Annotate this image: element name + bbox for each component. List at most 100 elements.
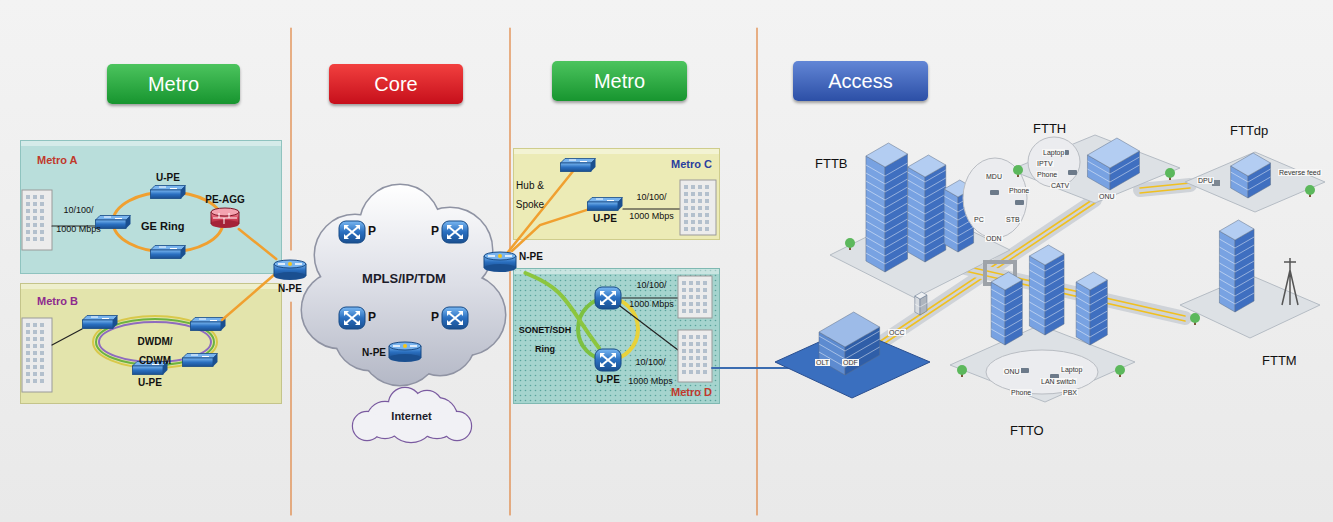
label-box: OLT — [815, 350, 830, 369]
building-window — [703, 281, 707, 285]
label-box: Phone — [1008, 178, 1030, 197]
building-window — [33, 379, 37, 383]
ring-label: GE Ring — [141, 220, 184, 232]
building-window — [698, 227, 702, 231]
panel-title-box: Metro D — [671, 382, 712, 400]
building-window — [705, 185, 709, 189]
section-title: Core — [374, 73, 417, 96]
building-window — [698, 220, 702, 224]
label-box: ONU — [1098, 184, 1116, 203]
device-label: P — [431, 311, 439, 324]
router-arrowhead — [611, 353, 616, 358]
label-box: MDU — [985, 164, 1003, 183]
access-link — [620, 306, 678, 350]
floor-line — [908, 218, 946, 230]
detail-bubble — [963, 158, 1027, 238]
switch-side — [113, 316, 118, 329]
equipment-label: PC — [973, 216, 985, 223]
building-window — [703, 356, 707, 360]
iso-building — [915, 292, 927, 315]
bandwidth-label: 10/100/ 1000 Mbps — [629, 280, 674, 309]
building-window — [33, 323, 37, 327]
label-box: DPU — [1197, 168, 1214, 187]
network-link — [525, 273, 599, 348]
building-window — [40, 372, 44, 376]
panel-title: Metro B — [37, 295, 78, 307]
floor-line — [908, 242, 946, 254]
building-window — [684, 185, 688, 189]
floor-line — [866, 235, 908, 248]
device-label: N-PE — [362, 347, 386, 358]
device-label: P — [368, 225, 376, 238]
floor-line — [1087, 157, 1139, 174]
building-window — [696, 349, 700, 353]
building-window — [33, 230, 37, 234]
section-title: Access — [828, 70, 892, 93]
router-arrowhead — [355, 320, 360, 325]
router-arrowhead — [355, 225, 360, 230]
network-link — [512, 210, 587, 251]
device-icon — [210, 207, 240, 229]
section-divider — [756, 28, 757, 515]
section-header: Metro — [107, 64, 240, 104]
building-window — [40, 237, 44, 241]
cyl-top — [484, 252, 516, 260]
device-icon — [273, 259, 307, 281]
label-box: GE Ring — [141, 215, 184, 234]
building-window — [691, 213, 695, 217]
device-label: P — [368, 311, 376, 324]
building-window — [26, 202, 30, 206]
switch-top — [151, 246, 186, 251]
svg-defs — [0, 0, 1, 1]
network-device: N-PE — [273, 259, 307, 294]
router-arrowhead — [355, 234, 360, 239]
iso-building — [1219, 220, 1254, 312]
router-arrows — [449, 313, 461, 323]
device-icon — [338, 306, 366, 330]
building-top — [866, 143, 908, 167]
tree-crown — [1190, 313, 1200, 323]
building-window — [33, 223, 37, 227]
tree-crown — [1165, 168, 1175, 178]
floor-line — [908, 210, 946, 222]
floor-line — [866, 243, 908, 256]
building-window — [40, 365, 44, 369]
iso-building — [1029, 245, 1064, 335]
router-arrowhead — [458, 225, 463, 230]
section-title: Metro — [594, 70, 645, 93]
building-window — [691, 220, 695, 224]
cloud-shape: Internet — [345, 386, 478, 443]
router-arrowhead — [600, 362, 605, 367]
building-window — [696, 342, 700, 346]
section-header: Access — [793, 61, 928, 101]
label-box: FTTO — [1010, 420, 1044, 439]
device-label: U-PE — [593, 213, 617, 224]
switch-arrows — [91, 317, 109, 319]
cloud-fill — [443, 412, 471, 440]
building-window — [703, 302, 707, 306]
section-header: Metro — [552, 61, 687, 101]
switch-arrows — [104, 217, 122, 219]
equipment-label: ODN — [985, 235, 1003, 242]
switch-top — [561, 159, 596, 164]
router-body — [442, 221, 468, 243]
panel-face — [21, 141, 282, 274]
bandwidth-label: 10/100/ 1000 Mbps — [628, 357, 673, 386]
floor-line — [944, 235, 973, 244]
ground-tile — [1010, 135, 1180, 203]
bandwidth-label: 10/100/ 1000 Mbps — [56, 205, 101, 234]
router-arrowhead — [355, 311, 360, 316]
switch-front — [191, 322, 222, 331]
equipment-label: MDU — [985, 173, 1003, 180]
iso-building — [991, 272, 1022, 345]
building-window — [33, 202, 37, 206]
switch-icon — [191, 318, 226, 331]
label-box: 10/100/ 1000 Mbps — [627, 350, 674, 388]
building-window — [689, 295, 693, 299]
access-type-label: FTTO — [1010, 423, 1044, 438]
building-window — [691, 192, 695, 196]
network-device: U-PE — [594, 348, 622, 385]
network-device: P — [431, 220, 469, 244]
label-box: ODF — [842, 350, 859, 369]
ground-tile — [1185, 152, 1325, 212]
